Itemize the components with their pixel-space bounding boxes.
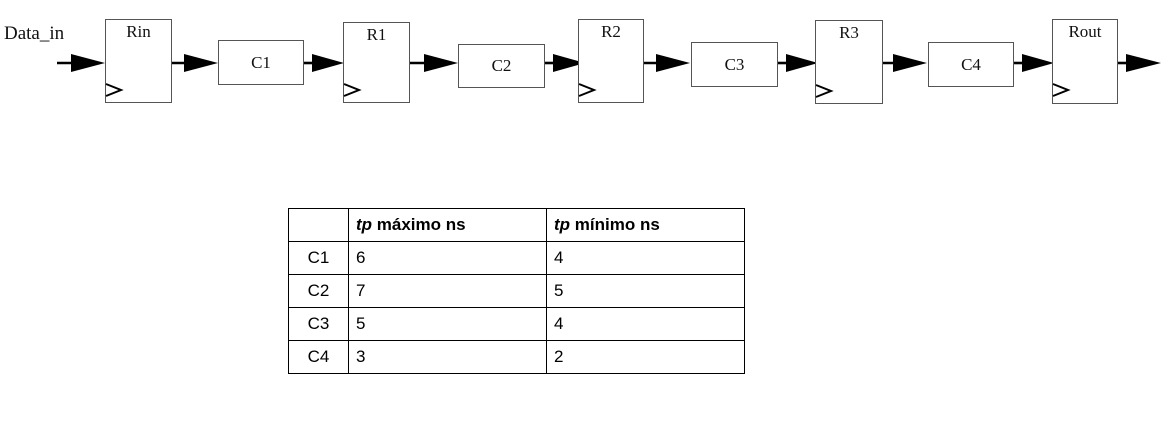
cell-c2-tp-max: 7: [348, 274, 547, 308]
signal-arrow-input: [57, 54, 105, 72]
table-header-tp-max-rest: máximo ns: [372, 215, 466, 234]
tp-symbol-max: tp: [356, 215, 373, 234]
clock-input-triangle-rout: [1052, 83, 1071, 97]
clock-input-triangle-r2: [578, 83, 597, 97]
tp-symbol-min: tp: [554, 215, 571, 234]
timing-table: tp máximo ns tp mínimo ns C1 6 4 C2 7 5 …: [288, 208, 745, 374]
table-header-tp-min-rest: mínimo ns: [570, 215, 660, 234]
register-r2-label: R2: [601, 22, 621, 41]
signal-arrow-r2-c3: [644, 54, 690, 72]
comb-block-c4-label: C4: [961, 54, 981, 74]
register-r2: R2: [578, 19, 644, 103]
register-rin-label: Rin: [126, 22, 151, 41]
comb-block-c1: C1: [218, 40, 304, 85]
table-header-row: tp máximo ns tp mínimo ns: [288, 208, 745, 242]
clock-input-triangle-r1: [343, 83, 362, 97]
table-header-tp-max: tp máximo ns: [348, 208, 547, 242]
register-rout: Rout: [1052, 19, 1118, 104]
comb-block-c3: C3: [691, 42, 778, 87]
signal-arrow-c2-r2: [545, 54, 585, 72]
signal-arrow-c1-r1: [304, 54, 344, 72]
table-header-tp-min: tp mínimo ns: [546, 208, 745, 242]
cell-c1-tp-max: 6: [348, 241, 547, 275]
register-r3: R3: [815, 20, 883, 104]
register-rin: Rin: [105, 19, 172, 103]
register-r3-label: R3: [839, 23, 859, 42]
table-row: C3 5 4: [288, 307, 745, 341]
data-in-label: Data_in: [4, 23, 65, 44]
register-rout-label: Rout: [1068, 22, 1102, 41]
cell-c3-tp-max: 5: [348, 307, 547, 341]
pipeline-diagram: Data_in Rin C1 R1: [0, 0, 1165, 130]
row-label-c4: C4: [288, 340, 349, 374]
signal-arrow-c3-r3: [778, 54, 818, 72]
signal-arrow-r1-c2: [410, 54, 458, 72]
comb-block-c2: C2: [458, 44, 545, 88]
comb-block-c3-label: C3: [724, 54, 745, 74]
cell-c4-tp-min: 2: [546, 340, 745, 374]
signal-arrow-c4-rout: [1014, 54, 1054, 72]
comb-block-c1-label: C1: [251, 52, 271, 72]
signal-arrow-output: [1118, 54, 1161, 72]
cell-c1-tp-min: 4: [546, 241, 745, 275]
table-row: C4 3 2: [288, 340, 745, 374]
signal-arrow-r3-c4: [883, 54, 927, 72]
comb-block-c4: C4: [928, 42, 1014, 87]
comb-block-c2-label: C2: [491, 56, 512, 75]
signal-arrow-rin-c1: [172, 54, 218, 72]
cell-c2-tp-min: 5: [546, 274, 745, 308]
table-row: C1 6 4: [288, 241, 745, 275]
row-label-c2: C2: [288, 274, 349, 308]
register-r1: R1: [343, 22, 410, 103]
clock-input-triangle-rin: [105, 83, 124, 97]
clock-input-triangle-r3: [815, 84, 834, 98]
table-header-corner: [288, 208, 349, 242]
row-label-c1: C1: [288, 241, 349, 275]
cell-c4-tp-max: 3: [348, 340, 547, 374]
row-label-c3: C3: [288, 307, 349, 341]
table-row: C2 7 5: [288, 274, 745, 308]
cell-c3-tp-min: 4: [546, 307, 745, 341]
register-r1-label: R1: [366, 25, 387, 44]
